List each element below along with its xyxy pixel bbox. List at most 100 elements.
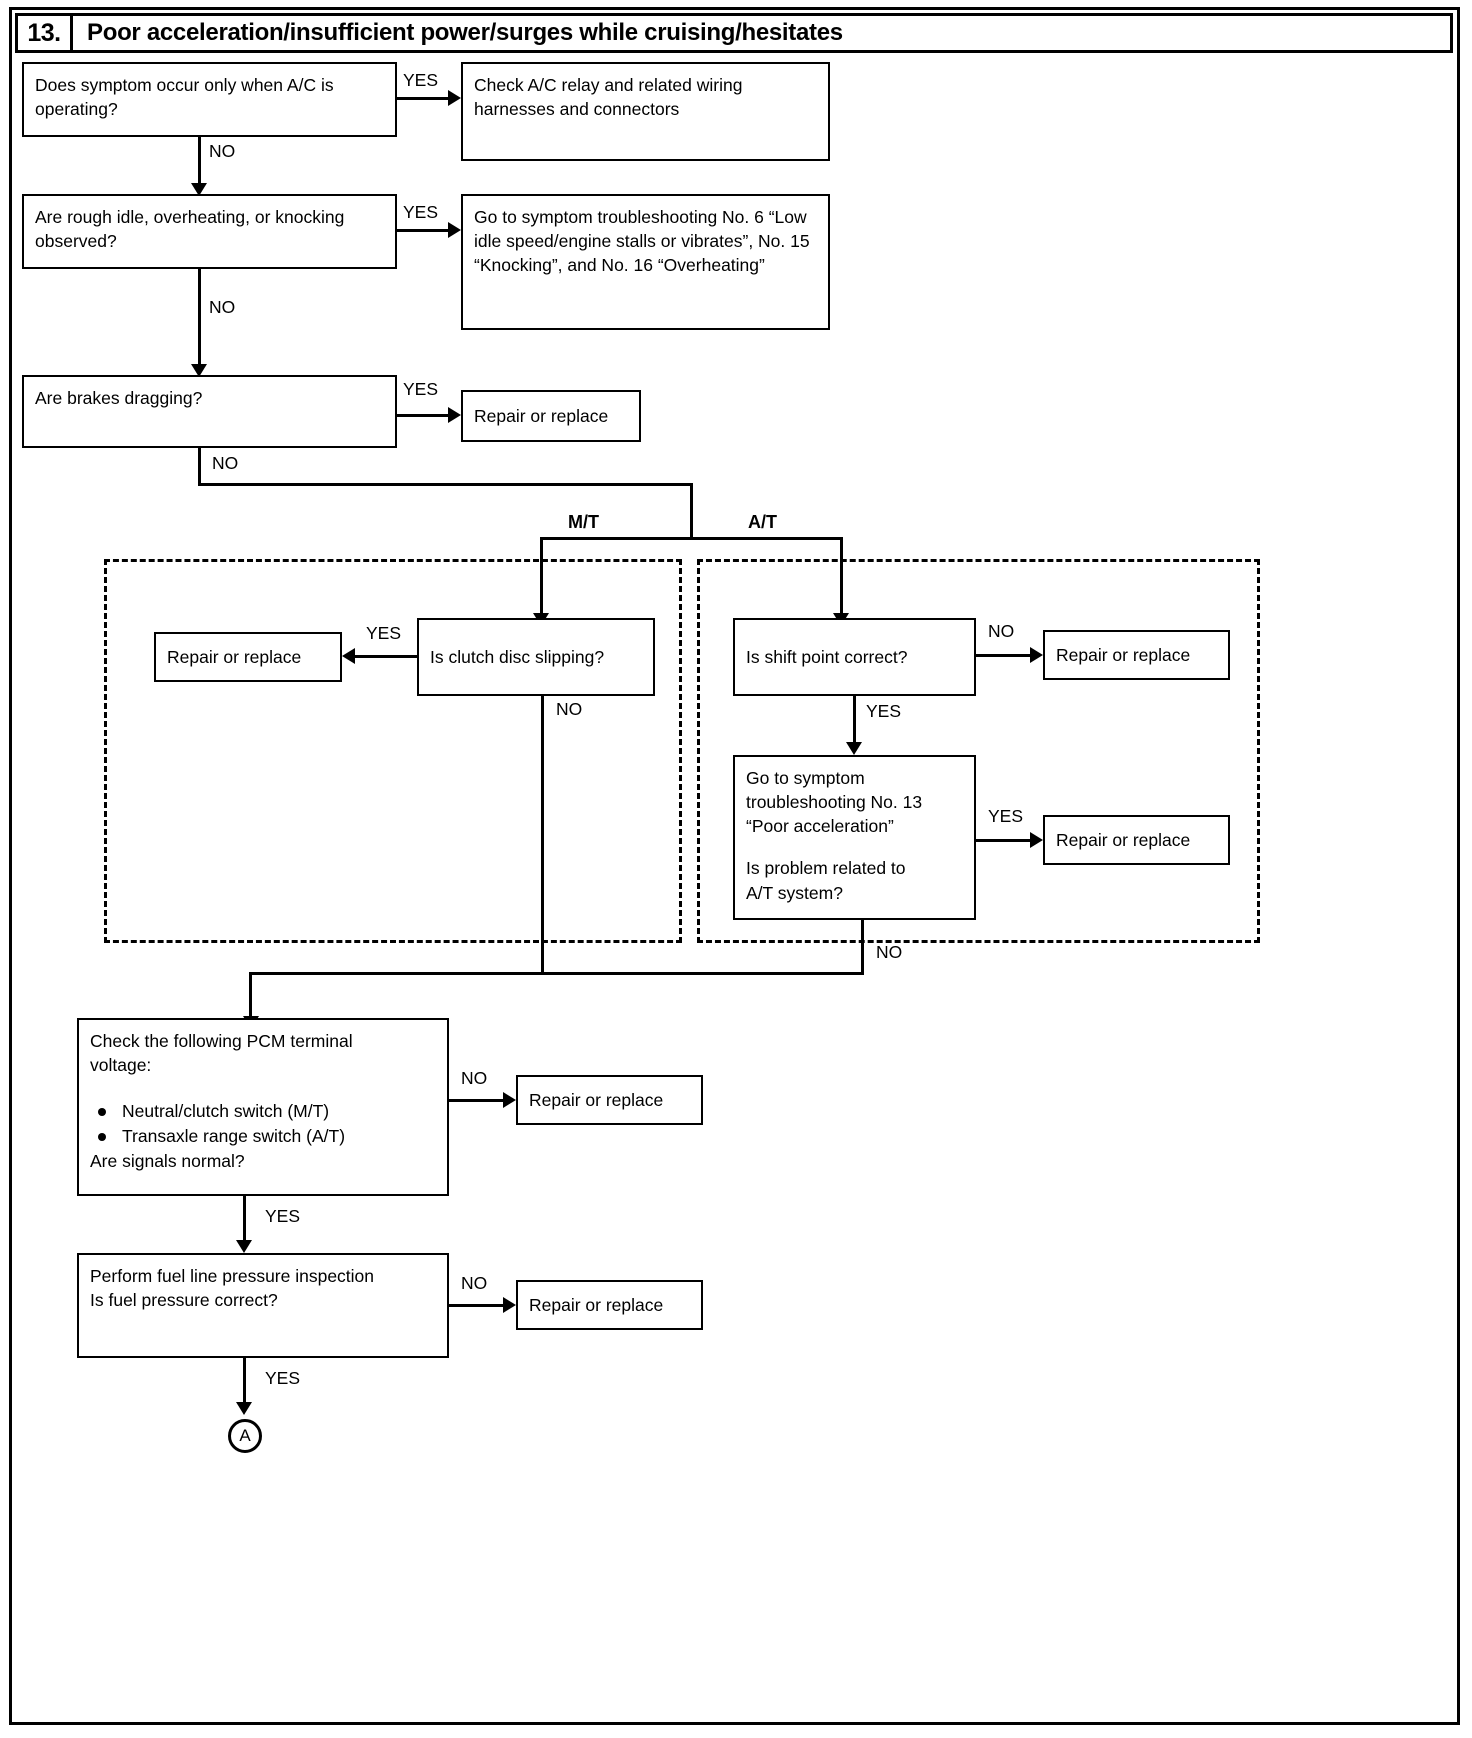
edge-shift-yes [853, 696, 856, 746]
edge-at-branch [840, 537, 843, 618]
edge-brakes-no-split-down [690, 483, 693, 540]
node-fuel-answer-text: Repair or replace [529, 1294, 664, 1315]
group-at-dashed-box [697, 559, 1260, 943]
edge-at-yes-arrowhead [1030, 832, 1043, 848]
edge-rough-no-arrowhead [191, 364, 207, 377]
page-title: Poor acceleration/insufficient power/sur… [87, 19, 843, 46]
node-ac-question[interactable]: Does symptom occur only when A/C is oper… [22, 62, 397, 137]
edge-label-clutch-yes: YES [366, 623, 402, 643]
edge-label-at-no: NO [876, 942, 903, 962]
node-shift-answer[interactable]: Repair or replace [1043, 630, 1230, 680]
edge-clutch-yes [355, 655, 417, 658]
node-pcm-bullet-1: Neutral/clutch switch (M/T) [90, 1099, 436, 1124]
node-rough-question[interactable]: Are rough idle, overheating, or knocking… [22, 194, 397, 269]
node-at-goto-line5: A/T system? [746, 882, 843, 903]
edge-label-fuel-no: NO [461, 1273, 488, 1293]
page-border [9, 7, 1460, 1725]
edge-shift-yes-arrowhead [846, 742, 862, 755]
edge-at-yes [976, 839, 1031, 842]
edge-brakes-yes-arrowhead [448, 407, 461, 423]
edge-label-brakes-yes: YES [403, 379, 439, 399]
edge-split-bar [540, 537, 843, 540]
edge-clutch-yes-arrowhead [342, 648, 355, 664]
edge-label-rough-yes: YES [403, 202, 439, 222]
edge-label-rough-no: NO [209, 297, 236, 317]
node-brakes-answer-text: Repair or replace [474, 405, 609, 426]
node-at-goto-question[interactable]: Go to symptom troubleshooting No. 13 “Po… [733, 755, 976, 920]
node-clutch-question[interactable]: Is clutch disc slipping? [417, 618, 655, 696]
branch-label-mt: M/T [568, 512, 599, 532]
edge-ac-no-arrowhead [191, 183, 207, 196]
node-rough-answer-text: Go to symptom troubleshooting No. 6 “Low… [474, 207, 810, 276]
node-at-goto-spacer [746, 838, 963, 856]
node-pcm-question[interactable]: Check the following PCM terminal voltage… [77, 1018, 449, 1196]
node-pcm-answer[interactable]: Repair or replace [516, 1075, 703, 1125]
chart-header: 13. Poor acceleration/insufficient power… [15, 13, 1453, 53]
edge-label-brakes-no: NO [212, 453, 239, 473]
node-pcm-line3: Are signals normal? [90, 1150, 245, 1171]
node-clutch-question-text: Is clutch disc slipping? [430, 646, 605, 667]
node-brakes-answer[interactable]: Repair or replace [461, 390, 641, 442]
edge-merge-down-to-pcm [249, 972, 252, 1020]
edge-brakes-no-down [198, 448, 201, 486]
edge-rough-yes [397, 229, 449, 232]
edge-label-pcm-no: NO [461, 1068, 488, 1088]
node-brakes-question[interactable]: Are brakes dragging? [22, 375, 397, 448]
edge-label-shift-yes: YES [866, 701, 902, 721]
node-ac-answer[interactable]: Check A/C relay and related wiring harne… [461, 62, 830, 161]
edge-pcm-no-arrowhead [503, 1092, 516, 1108]
node-at-goto-line3: “Poor acceleration” [746, 816, 894, 837]
edge-fuel-yes-arrowhead [236, 1402, 252, 1415]
edge-brakes-yes [397, 414, 449, 417]
node-at-goto-line1: Go to symptom [746, 768, 865, 788]
edge-ac-yes [397, 97, 449, 100]
node-rough-answer[interactable]: Go to symptom troubleshooting No. 6 “Low… [461, 194, 830, 330]
edge-pcm-yes [243, 1196, 246, 1244]
edge-merge-to-pcm [249, 972, 864, 975]
edge-rough-yes-arrowhead [448, 222, 461, 238]
node-pcm-bullet-2: Transaxle range switch (A/T) [90, 1124, 436, 1149]
edge-pcm-yes-arrowhead [236, 1240, 252, 1253]
edge-label-ac-no: NO [209, 141, 236, 161]
edge-clutch-no-down [541, 696, 544, 975]
edge-rough-no [198, 269, 201, 368]
edge-ac-yes-arrowhead [448, 90, 461, 106]
group-mt-dashed-box [104, 559, 682, 943]
edge-label-ac-yes: YES [403, 70, 439, 90]
node-at-answer-text: Repair or replace [1056, 829, 1191, 850]
node-brakes-question-text: Are brakes dragging? [35, 388, 203, 408]
node-pcm-line1: Check the following PCM terminal [90, 1031, 353, 1051]
node-fuel-answer[interactable]: Repair or replace [516, 1280, 703, 1330]
node-at-answer[interactable]: Repair or replace [1043, 815, 1230, 865]
edge-shift-no [976, 654, 1031, 657]
node-pcm-line2: voltage: [90, 1055, 152, 1076]
edge-at-no-down [861, 920, 864, 975]
node-fuel-line1: Perform fuel line pressure inspection [90, 1266, 375, 1286]
node-at-goto-line2: troubleshooting No. 13 [746, 792, 923, 813]
node-ac-answer-text: Check A/C relay and related wiring harne… [474, 75, 743, 120]
node-fuel-question[interactable]: Perform fuel line pressure inspection Is… [77, 1253, 449, 1358]
node-shift-answer-text: Repair or replace [1056, 644, 1191, 665]
edge-brakes-no-right [198, 483, 693, 486]
edge-label-pcm-yes: YES [265, 1206, 301, 1226]
edge-pcm-no [449, 1099, 504, 1102]
edge-mt-branch [540, 537, 543, 618]
node-pcm-answer-text: Repair or replace [529, 1089, 664, 1110]
node-rough-question-text: Are rough idle, overheating, or knocking… [35, 207, 345, 252]
edge-label-clutch-no: NO [556, 699, 583, 719]
edge-fuel-no [449, 1304, 504, 1307]
node-clutch-answer[interactable]: Repair or replace [154, 632, 342, 682]
node-shift-question-text: Is shift point correct? [746, 646, 908, 667]
node-fuel-line2: Is fuel pressure correct? [90, 1290, 278, 1311]
edge-label-at-yes: YES [988, 806, 1024, 826]
connector-a[interactable]: A [228, 1419, 262, 1453]
edge-label-fuel-yes: YES [265, 1368, 301, 1388]
branch-label-at: A/T [748, 512, 777, 532]
node-at-goto-line4: Is problem related to [746, 858, 906, 879]
chart-number: 13. [18, 16, 73, 50]
edge-fuel-no-arrowhead [503, 1297, 516, 1313]
edge-shift-no-arrowhead [1030, 647, 1043, 663]
edge-fuel-yes [243, 1358, 246, 1406]
node-shift-question[interactable]: Is shift point correct? [733, 618, 976, 696]
